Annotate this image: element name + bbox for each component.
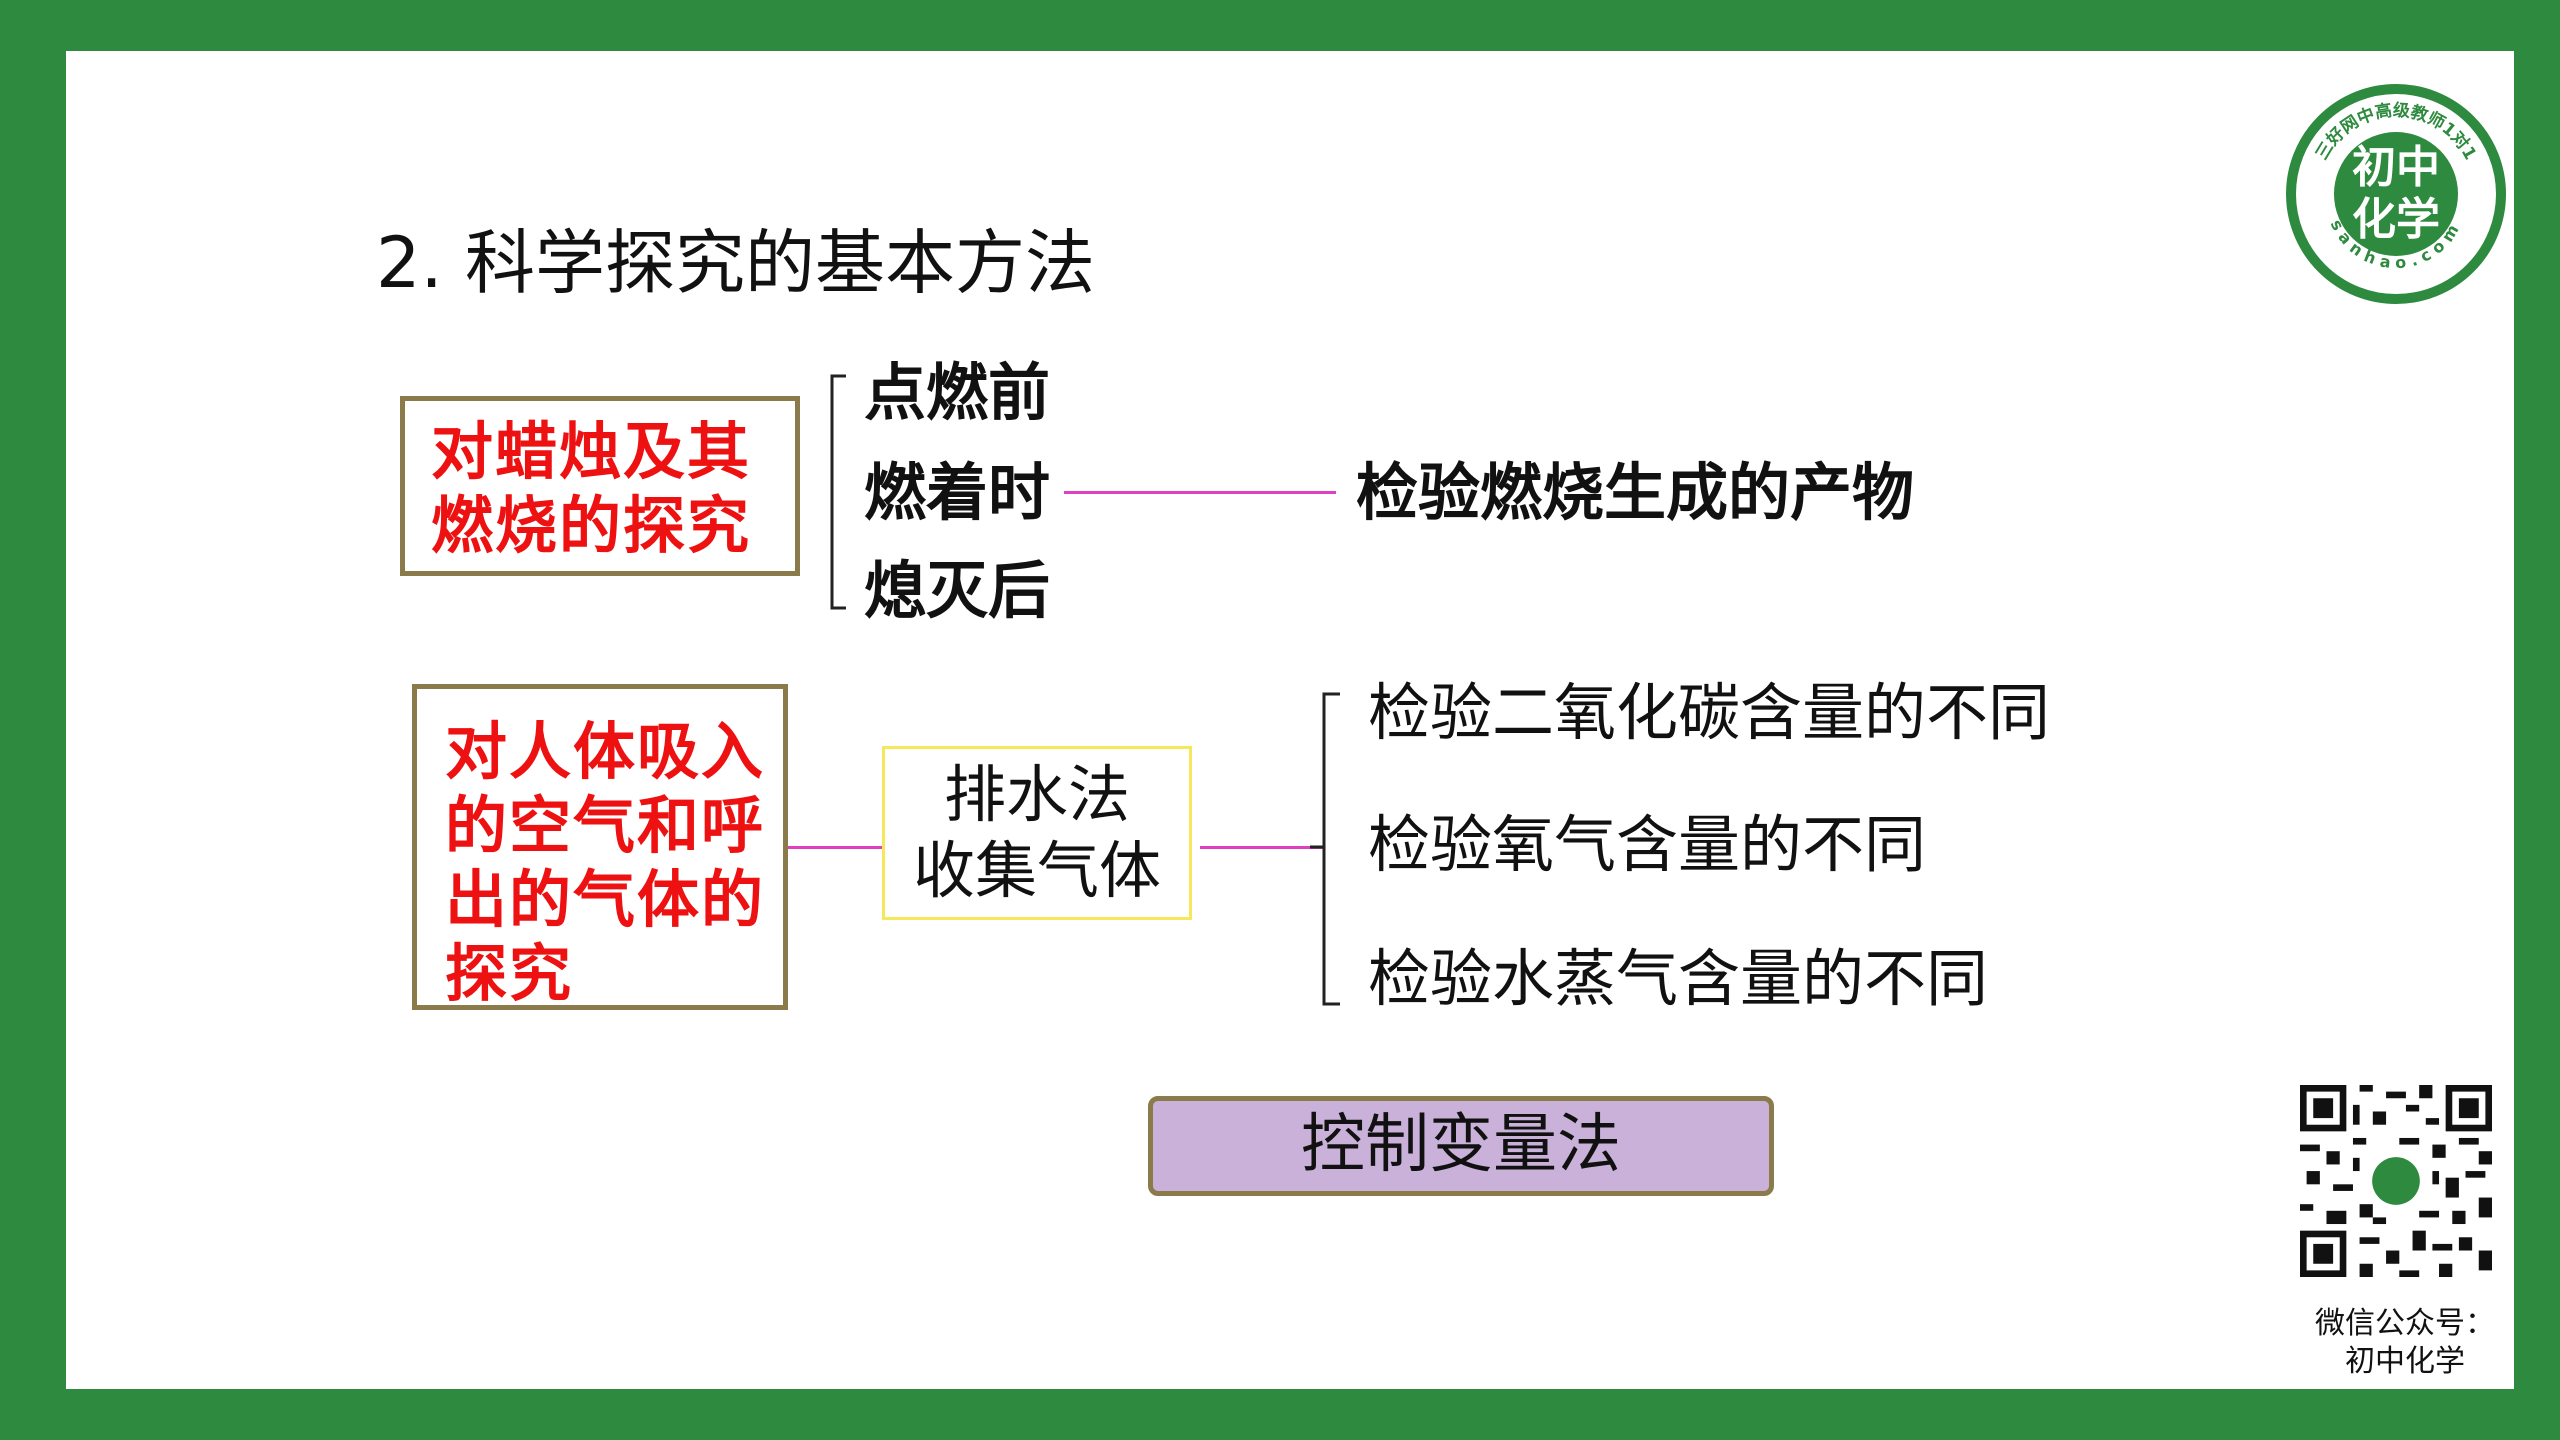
candle-brace — [830, 374, 846, 610]
wechat-caption: 微信公众号： 初中化学 — [2300, 1305, 2510, 1381]
candle-label-line2: 燃烧的探究 — [431, 489, 752, 562]
brand-logo: 三好网中高级教师1对1 sanhao.com 初中 化学 — [2286, 84, 2506, 304]
stage-before: 点燃前 — [864, 356, 1051, 429]
candle-result: 检验燃烧生成的产物 — [1356, 456, 1915, 529]
breath-label-line2: 的空气和呼 — [445, 789, 766, 862]
stage-after: 熄灭后 — [864, 554, 1051, 627]
breath-connector-left — [788, 846, 884, 849]
breath-brace — [1310, 692, 1340, 1006]
breath-label-line1: 对人体吸入 — [445, 715, 766, 788]
logo-center: 初中 化学 — [2334, 132, 2458, 256]
conclusion-text: 控制变量法 — [1301, 1108, 1621, 1182]
wechat-line1: 微信公众号： — [2315, 1306, 2495, 1341]
candle-label-box: 对蜡烛及其 燃烧的探究 — [400, 396, 800, 576]
candle-label-line1: 对蜡烛及其 — [431, 415, 752, 488]
method-line2: 收集气体 — [912, 834, 1161, 907]
test-co2: 检验二氧化碳含量的不同 — [1368, 676, 2051, 749]
test-o2: 检验氧气含量的不同 — [1368, 808, 1927, 881]
test-vapor: 检验水蒸气含量的不同 — [1368, 942, 1989, 1015]
conclusion-box: 控制变量法 — [1148, 1096, 1774, 1196]
wechat-line2: 初中化学 — [2345, 1344, 2465, 1379]
candle-connector — [1064, 491, 1336, 494]
logo-line2: 化学 — [2352, 194, 2440, 245]
method-line1: 排水法 — [943, 758, 1130, 831]
qr-code-icon — [2300, 1085, 2492, 1277]
stage-during: 燃着时 — [864, 456, 1051, 529]
breath-label-line4: 探究 — [445, 937, 574, 1010]
breath-label-box: 对人体吸入 的空气和呼 出的气体的 探究 — [412, 684, 788, 1010]
method-box: 排水法 收集气体 — [882, 746, 1192, 920]
breath-connector-right — [1200, 846, 1324, 849]
page-title: 2. 科学探究的基本方法 — [376, 222, 1096, 304]
breath-label-line3: 出的气体的 — [445, 863, 766, 936]
logo-line1: 初中 — [2352, 142, 2440, 193]
